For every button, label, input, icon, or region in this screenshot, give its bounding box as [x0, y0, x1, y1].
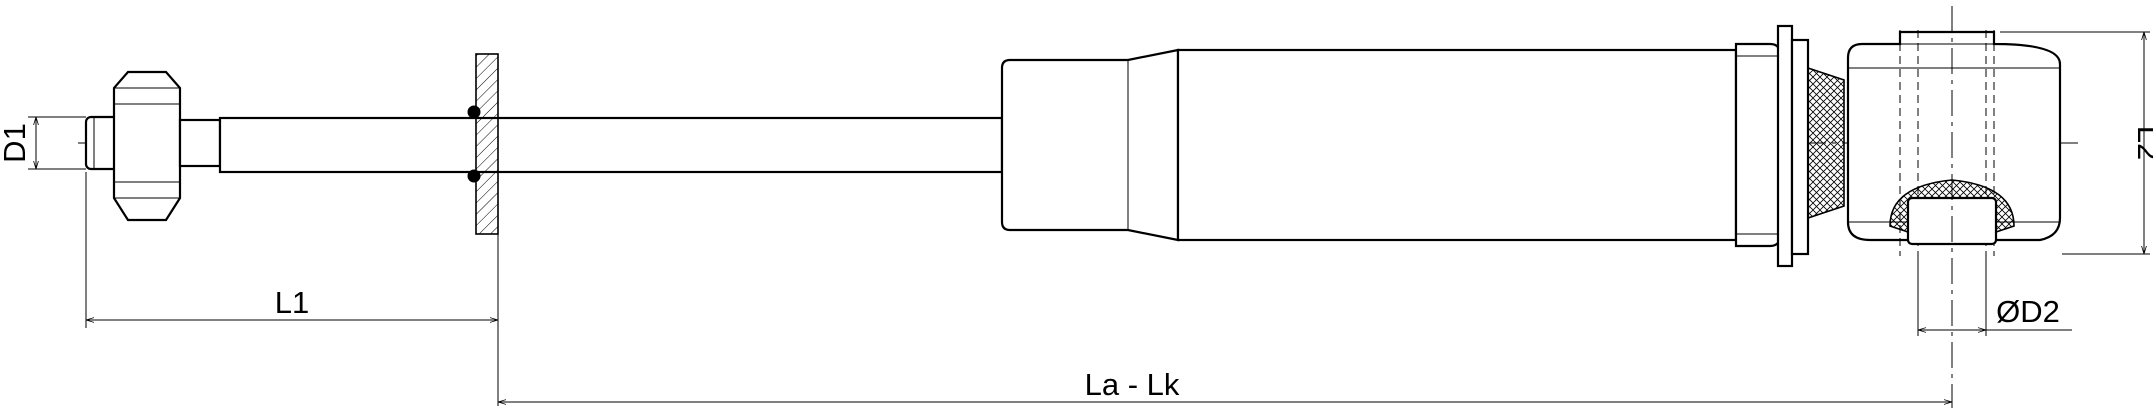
dim-l2: [2000, 31, 2150, 255]
label-l1: L1: [275, 285, 309, 320]
label-d1: D1: [0, 123, 32, 163]
label-la-lk: La - Lk: [1085, 367, 1180, 402]
o-ring-top: [467, 105, 481, 119]
piston-rod: [218, 116, 1004, 174]
nut-washer: [178, 118, 222, 168]
label-l2: L2: [2131, 126, 2153, 160]
dim-l1: [85, 172, 499, 406]
eye-mount: [1846, 30, 2062, 256]
bottom-cap: [1734, 24, 1810, 268]
o-ring-bottom: [467, 169, 481, 183]
rubber-bushing: [1807, 66, 1845, 220]
cylinder-tube: [1176, 48, 1738, 242]
cylinder-head: [1000, 48, 1180, 242]
dim-d1: [28, 116, 86, 170]
dim-od2: [1917, 256, 2072, 336]
seal-plate: [467, 53, 499, 235]
hex-nut: [112, 70, 182, 222]
label-od2: ØD2: [1996, 294, 2060, 329]
